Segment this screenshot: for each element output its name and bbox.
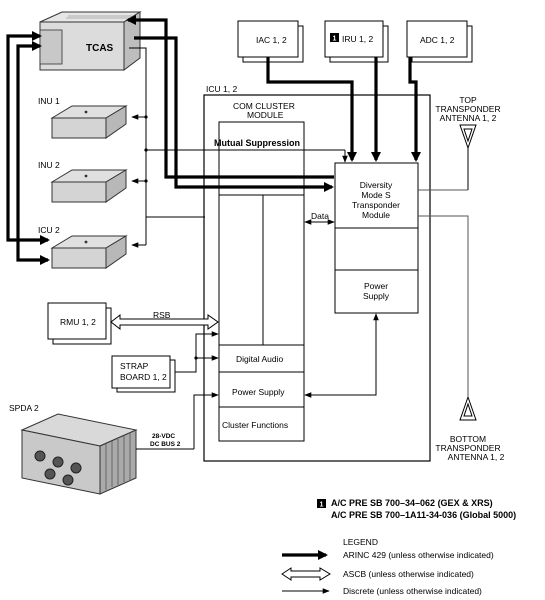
legend: LEGEND ARINC 429 (unless otherwise indic… (281, 537, 494, 596)
inu1-label: INU 1 (38, 96, 60, 106)
xpdr-power-line-1: Power (364, 281, 388, 291)
transponder-line-3: Transponder (352, 200, 400, 210)
iac-label: IAC 1, 2 (256, 35, 287, 45)
rsb-label: RSB (153, 310, 171, 320)
inu2-unit: INU 2 (38, 160, 128, 203)
com-cluster-module (218, 121, 305, 442)
strap-label-2: BOARD 1, 2 (120, 372, 167, 382)
cluster-functions-label: Cluster Functions (222, 420, 288, 430)
digital-audio-label: Digital Audio (236, 354, 284, 364)
bus-label-1: 28-VDC (152, 433, 175, 440)
adc-box: ADC 1, 2 (406, 20, 473, 63)
top-antenna-line-3: ANTENNA 1, 2 (440, 113, 497, 123)
spda-label: SPDA 2 (9, 403, 39, 413)
inu1-unit: INU 1 (38, 96, 128, 139)
bottom-antenna-line-1: BOTTOM (450, 434, 486, 444)
legend-discrete: Discrete (unless otherwise indicated) (343, 586, 482, 596)
icu-title: ICU 1, 2 (206, 84, 237, 94)
iru-note-marker: 1 (333, 36, 337, 43)
transponder-line-1: Diversity (360, 180, 393, 190)
strap-label-1: STRAP (120, 361, 149, 371)
notes: 1 A/C PRE SB 700–34–062 (GEX & XRS) A/C … (317, 498, 516, 520)
bottom-antenna-line-3: ANTENNA 1, 2 (448, 452, 505, 462)
iac-box: IAC 1, 2 (237, 20, 304, 63)
legend-ascb: ASCB (unless otherwise indicated) (343, 569, 474, 579)
transponder-line-2: Mode S (361, 190, 391, 200)
iru-box: 1 IRU 1, 2 (324, 20, 389, 63)
xpdr-power-line-2: Supply (363, 291, 390, 301)
transponder-module (334, 162, 419, 314)
inu2-label: INU 2 (38, 160, 60, 170)
bottom-antenna-line-2: TRANSPONDER (435, 443, 500, 453)
spda-unit: SPDA 2 (9, 403, 138, 495)
note-marker: 1 (320, 502, 324, 509)
legend-arinc: ARINC 429 (unless otherwise indicated) (343, 550, 494, 560)
legend-title: LEGEND (343, 537, 378, 547)
rmu-box: RMU 1, 2 (47, 302, 112, 345)
note-line-1: A/C PRE SB 700–34–062 (GEX & XRS) (331, 498, 493, 508)
strap-box: STRAP BOARD 1, 2 (111, 355, 176, 393)
data-label: Data (311, 211, 329, 221)
transponder-line-4: Module (362, 210, 390, 220)
icu2-label: ICU 2 (38, 225, 60, 235)
iru-label: IRU 1, 2 (342, 34, 373, 44)
bus-label-2: DC BUS 2 (150, 441, 181, 448)
top-antenna: TOP TRANSPONDER ANTENNA 1, 2 (435, 95, 501, 190)
bottom-antenna: BOTTOM TRANSPONDER ANTENNA 1, 2 (435, 395, 505, 462)
com-power-supply-label: Power Supply (232, 387, 285, 397)
top-antenna-line-2: TRANSPONDER (435, 104, 500, 114)
tcas-unit: TCAS (39, 11, 142, 71)
adc-label: ADC 1, 2 (420, 35, 455, 45)
note-line-2: A/C PRE SB 700–1A11-34-036 (Global 5000) (331, 510, 516, 520)
mutual-suppression-label: Mutual Suppression (214, 138, 300, 148)
com-cluster-title-1: COM CLUSTER (233, 101, 295, 111)
icu-frame (203, 94, 431, 462)
rmu-label: RMU 1, 2 (60, 317, 96, 327)
top-antenna-line-1: TOP (459, 95, 477, 105)
icu2-unit: ICU 2 (38, 225, 128, 269)
com-cluster-title-2: MODULE (247, 110, 284, 120)
tcas-label: TCAS (86, 43, 114, 54)
